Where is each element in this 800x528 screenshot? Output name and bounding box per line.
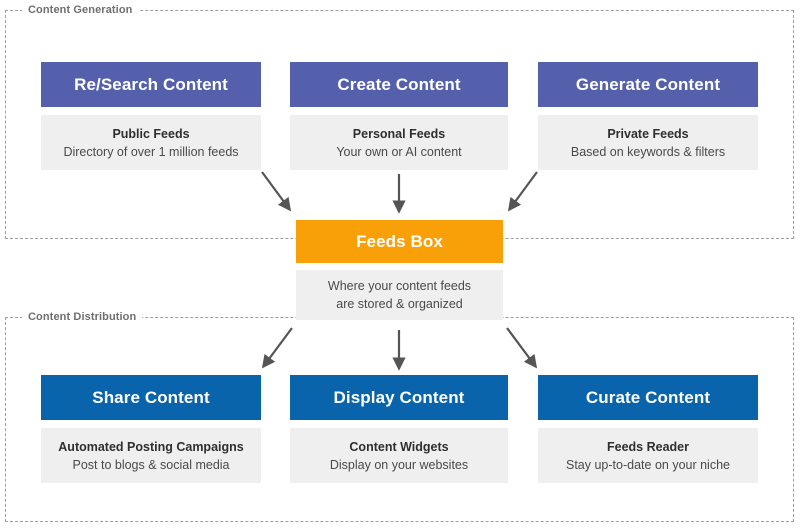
card-curate-content-header: Curate Content [538,375,758,420]
card-create-content-body-title: Personal Feeds [352,126,446,141]
card-share-content-header: Share Content [41,375,261,420]
card-curate-content-body: Feeds Reader Stay up-to-date on your nic… [538,428,758,483]
card-display-content-body: Content Widgets Display on your websites [290,428,508,483]
card-create-content-body: Personal Feeds Your own or AI content [290,115,508,170]
card-share-content[interactable]: Share Content Automated Posting Campaign… [41,375,261,483]
card-create-content-body-sub: Your own or AI content [336,144,462,159]
card-feeds-box-header: Feeds Box [296,220,503,263]
card-display-content-body-sub: Display on your websites [329,457,469,472]
card-feeds-box-body-line-2: are stored & organized [336,297,463,311]
card-curate-content-body-sub: Stay up-to-date on your niche [566,457,730,472]
card-display-content-body-title: Content Widgets [349,439,449,454]
card-re-search-content-body-sub: Directory of over 1 million feeds [63,144,239,159]
group-content-generation-label: Content Generation [22,4,139,16]
card-share-content-body-title: Automated Posting Campaigns [58,439,244,454]
card-share-content-body: Automated Posting Campaigns Post to blog… [41,428,261,483]
card-curate-content-body-title: Feeds Reader [607,439,689,454]
card-generate-content-header: Generate Content [538,62,758,107]
card-create-content[interactable]: Create Content Personal Feeds Your own o… [290,62,508,170]
card-feeds-box-body-line-1: Where your content feeds [327,279,472,293]
card-generate-content[interactable]: Generate Content Private Feeds Based on … [538,62,758,170]
card-curate-content[interactable]: Curate Content Feeds Reader Stay up-to-d… [538,375,758,483]
card-generate-content-body-sub: Based on keywords & filters [570,144,726,159]
card-re-search-content-body-title: Public Feeds [112,126,190,141]
card-generate-content-body-title: Private Feeds [607,126,689,141]
card-display-content[interactable]: Display Content Content Widgets Display … [290,375,508,483]
card-re-search-content-body: Public Feeds Directory of over 1 million… [41,115,261,170]
card-share-content-body-sub: Post to blogs & social media [72,457,230,472]
card-display-content-header: Display Content [290,375,508,420]
card-feeds-box-body: Where your content feeds are stored & or… [296,270,503,320]
card-generate-content-body: Private Feeds Based on keywords & filter… [538,115,758,170]
group-content-distribution-label: Content Distribution [22,311,143,323]
card-re-search-content[interactable]: Re/Search Content Public Feeds Directory… [41,62,261,170]
card-create-content-header: Create Content [290,62,508,107]
card-re-search-content-header: Re/Search Content [41,62,261,107]
card-feeds-box[interactable]: Feeds Box Where your content feeds are s… [296,220,503,320]
